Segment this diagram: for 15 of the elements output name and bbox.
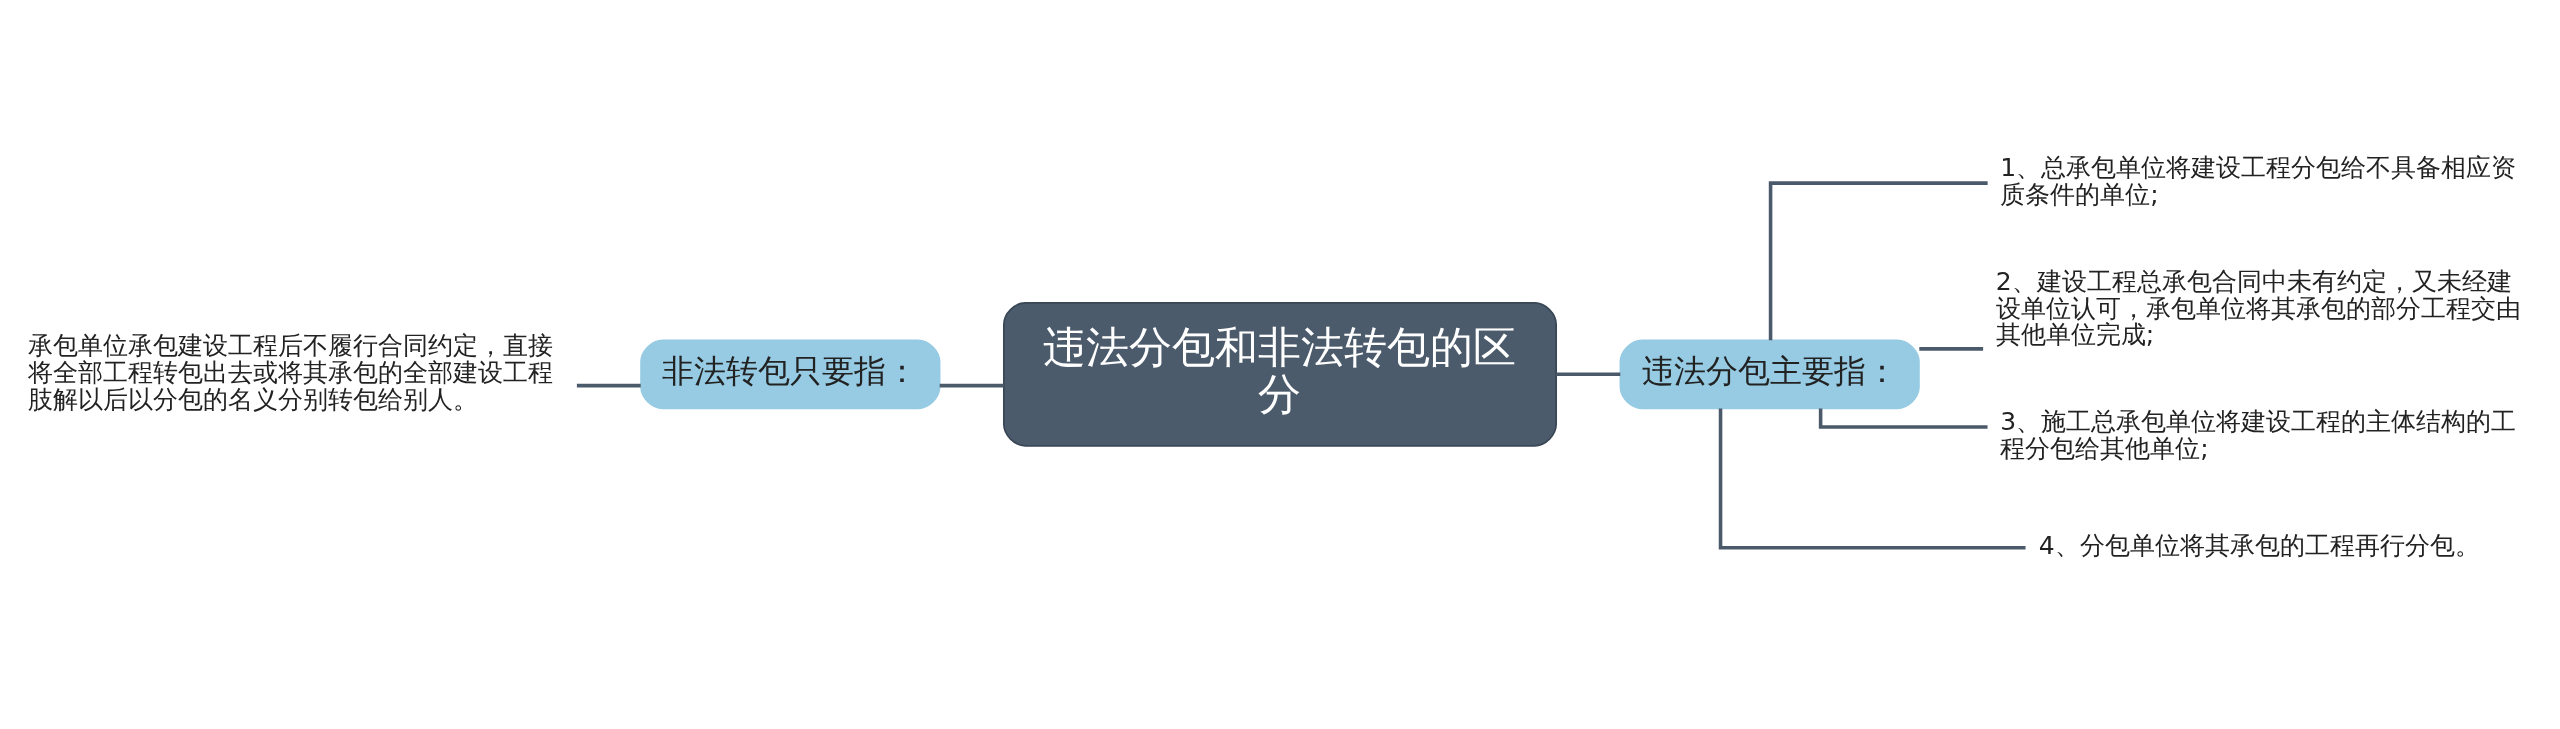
node-box: 违法分包和非法转包的区分 — [1003, 301, 1557, 447]
connector — [1919, 347, 1984, 351]
node-box: 非法转包只要指： — [640, 339, 941, 410]
node-text: 1、总承包单位将建设工程分包给不具备相应资质条件的单位; — [2000, 153, 2517, 210]
connector — [1818, 408, 1988, 429]
connector — [1556, 372, 1621, 377]
connector — [1718, 408, 2026, 550]
node-box: 违法分包主要指： — [1619, 339, 1920, 410]
connector — [1768, 181, 1988, 341]
node-text: 4、分包单位将其承包的工程再行分包。 — [2038, 531, 2480, 561]
connector — [939, 383, 1004, 388]
node-text: 承包单位承包建设工程后不履行合同约定，直接将全部工程转包出去或将其承包的全部建设工程肢解以后以分包的名义分别转包给别人。 — [28, 331, 554, 414]
connector — [576, 383, 641, 388]
node-text: 2、建设工程总承包合同中未有约定，又未经建设单位认可，承包单位将其承包的部分工程交由其他单位完成; — [1995, 266, 2521, 350]
node-text: 3、施工总承包单位将建设工程的主体结构的工程分包给其他单位; — [2000, 407, 2517, 463]
